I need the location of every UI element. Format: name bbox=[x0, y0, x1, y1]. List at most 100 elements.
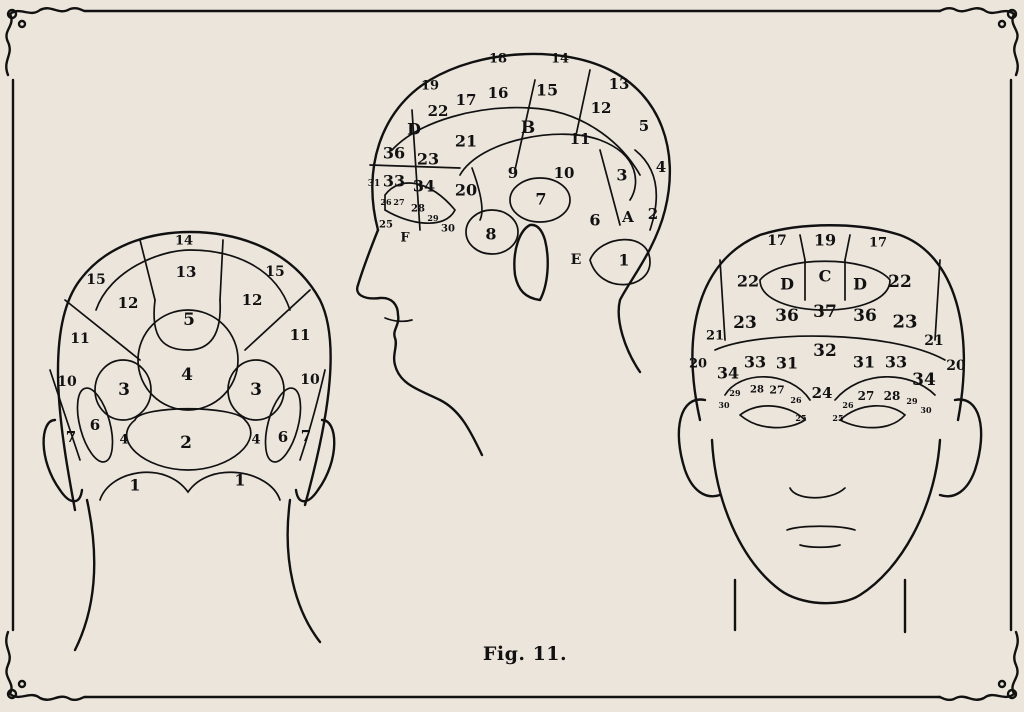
region-label: D bbox=[407, 120, 421, 139]
region-label: 25 bbox=[795, 413, 806, 423]
region-label: 10 bbox=[554, 164, 575, 182]
front-view-head: 17 19 17 22 D C D 22 21 23 36 37 36 23 2… bbox=[677, 224, 983, 634]
region-label: 15 bbox=[265, 264, 284, 280]
region-label: 11 bbox=[290, 326, 311, 344]
region-label: 10 bbox=[57, 374, 77, 390]
region-label: 26 bbox=[790, 395, 802, 405]
side-view-head: 18 14 19 17 16 15 13 22 1 2 5 D B 3 6 23 2… bbox=[355, 52, 672, 457]
region-label: A bbox=[621, 208, 634, 226]
region-label: 34 bbox=[717, 364, 739, 383]
region-label: 34 bbox=[413, 177, 435, 196]
region-label: 30 bbox=[920, 405, 932, 415]
region-label: 21 bbox=[924, 333, 943, 349]
region-label: 30 bbox=[441, 224, 455, 235]
region-label: 10 bbox=[300, 372, 320, 388]
region-label: 33 bbox=[383, 172, 405, 191]
region-label: 2 bbox=[648, 205, 658, 223]
region-label: 20 bbox=[455, 181, 477, 200]
region-label: C bbox=[819, 267, 832, 286]
region-label: 14 bbox=[175, 234, 193, 249]
region-label: 20 bbox=[946, 358, 966, 374]
region-label: 17 bbox=[869, 236, 887, 251]
region-label: 26 bbox=[842, 400, 854, 410]
region-label: 37 bbox=[813, 302, 837, 322]
region-label: 16 bbox=[488, 84, 509, 102]
region-label: 12 bbox=[118, 294, 139, 312]
region-label: F bbox=[400, 231, 410, 246]
region-label: 5 bbox=[183, 310, 195, 330]
region-label: 27 bbox=[769, 384, 784, 397]
region-label: 13 bbox=[176, 263, 197, 281]
region-label: 17 bbox=[767, 233, 786, 249]
region-label: 17 bbox=[456, 91, 477, 109]
region-label: 21 bbox=[455, 132, 477, 151]
region-label: 25 bbox=[379, 220, 393, 231]
region-label: 27 bbox=[858, 389, 875, 403]
region-label: 1 bbox=[129, 476, 140, 495]
region-label: 32 bbox=[813, 341, 837, 361]
region-label: 4 bbox=[181, 365, 193, 385]
region-label: 28 bbox=[750, 385, 764, 396]
region-label: 14 bbox=[551, 52, 569, 67]
region-label: 5 bbox=[639, 117, 649, 135]
region-label: 4 bbox=[251, 433, 260, 448]
region-label: 23 bbox=[733, 313, 757, 333]
region-label: 6 bbox=[90, 416, 100, 434]
region-label: 12 bbox=[242, 291, 263, 309]
region-label: 22 bbox=[737, 272, 759, 291]
region-label: 31 bbox=[853, 353, 875, 372]
region-label: 3 bbox=[118, 380, 130, 400]
region-label: 33 bbox=[885, 353, 907, 372]
region-label: 1 bbox=[234, 471, 245, 490]
region-label: 7 bbox=[301, 427, 311, 445]
border-frame bbox=[11, 9, 1013, 699]
back-view-head: 14 15 13 15 12 12 5 11 11 4 10 3 3 10 7 … bbox=[42, 230, 336, 652]
region-label: 7 bbox=[66, 428, 76, 446]
region-label: 26 bbox=[380, 197, 392, 207]
region-label: B bbox=[521, 118, 535, 138]
figure-caption: Fig. 11. bbox=[482, 643, 568, 665]
region-label: D bbox=[780, 275, 794, 294]
region-label: 3 bbox=[616, 166, 627, 185]
region-label: 8 bbox=[485, 225, 496, 244]
region-label: 3 bbox=[250, 380, 262, 400]
region-label: 15 bbox=[86, 272, 105, 288]
region-label: 36 bbox=[853, 306, 877, 326]
region-label: 23 bbox=[417, 150, 439, 169]
region-label: 19 bbox=[421, 79, 439, 94]
region-label: 29 bbox=[427, 213, 439, 223]
region-label: 4 bbox=[119, 433, 128, 448]
region-label: 31 bbox=[368, 179, 381, 189]
region-label: 24 bbox=[812, 384, 833, 402]
region-label: 11 bbox=[70, 331, 89, 347]
corner-ornament-bottom-left-icon bbox=[5, 630, 87, 702]
region-label: 30 bbox=[718, 400, 730, 410]
region-label: 13 bbox=[609, 75, 630, 93]
region-label: 20 bbox=[689, 357, 707, 372]
region-label: 29 bbox=[729, 388, 741, 398]
region-label: 23 bbox=[892, 312, 917, 333]
region-label: 6 bbox=[589, 211, 600, 230]
region-label: 6 bbox=[278, 428, 288, 446]
region-label: 19 bbox=[814, 231, 836, 250]
region-label: 31 bbox=[776, 354, 798, 373]
region-label: 18 bbox=[489, 52, 507, 67]
region-label: 34 bbox=[912, 370, 936, 390]
region-label: 15 bbox=[536, 81, 558, 100]
region-label: 33 bbox=[744, 353, 766, 372]
region-label: 21 bbox=[706, 329, 724, 344]
corner-ornament-top-right-icon bbox=[937, 6, 1019, 77]
region-label: 11 bbox=[570, 130, 591, 148]
region-label: 28 bbox=[884, 389, 901, 403]
region-label: 4 bbox=[656, 158, 666, 176]
corner-ornament-bottom-right-icon bbox=[937, 630, 1019, 702]
region-label: 22 bbox=[428, 102, 449, 120]
region-label: E bbox=[571, 252, 582, 268]
region-label: 22 bbox=[888, 272, 912, 292]
region-label: 1 bbox=[618, 251, 629, 270]
region-label: 27 bbox=[393, 197, 404, 207]
region-label: D bbox=[853, 275, 867, 294]
region-label: 25 bbox=[832, 413, 843, 423]
